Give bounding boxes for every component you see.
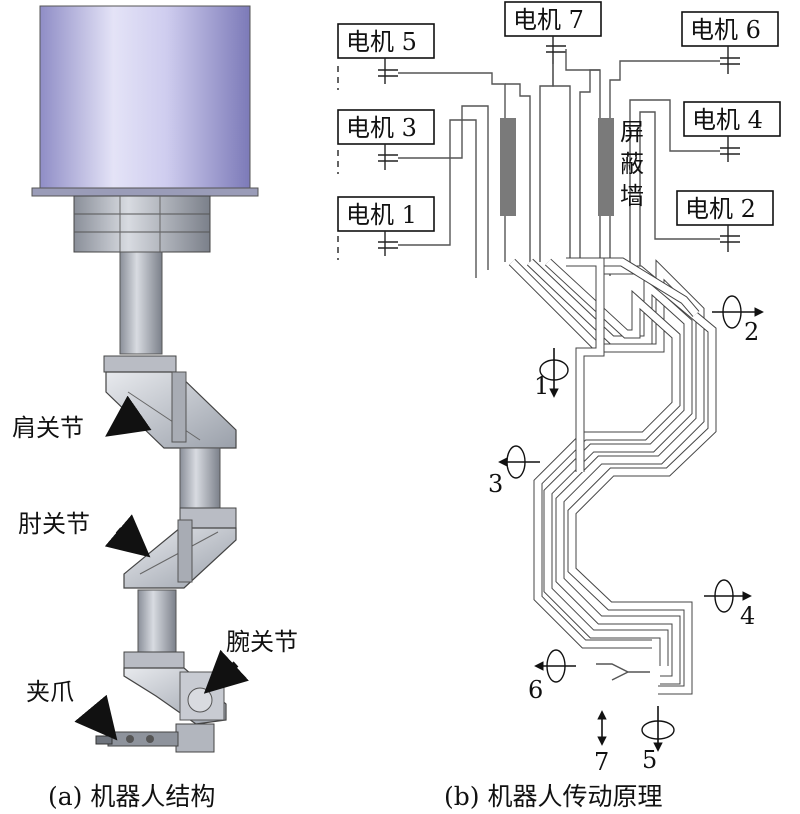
motor-shafts: [337, 36, 740, 260]
svg-text:电机 3: 电机 3: [346, 114, 417, 142]
lower-tube: [137, 589, 177, 653]
shield-wall-right: [598, 118, 614, 216]
axis-7-indicator: 7: [594, 710, 609, 776]
motor-6: 电机 6: [681, 11, 779, 47]
svg-text:电机 6: 电机 6: [690, 16, 761, 44]
label-shoulder: 肩关节: [12, 414, 84, 442]
svg-text:2: 2: [744, 318, 759, 346]
motor-3: 电机 3: [337, 109, 435, 145]
label-wrist: 腕关节: [226, 628, 298, 656]
svg-text:电机 4: 电机 4: [692, 106, 763, 134]
shield-label-1: 屏: [620, 118, 644, 146]
shoulder-joint: [103, 355, 237, 449]
arm-belt-path: [508, 257, 717, 695]
transmission-diagram: 电机 1 电机 2 电机 3 电机 4 电机 5 电机 6 电机 7: [337, 1, 781, 776]
robot-structure: 肩关节 肘关节 腕关节 夹爪: [12, 5, 298, 753]
axis-2-indicator: 2: [712, 295, 764, 346]
gripper-arrow: [74, 694, 118, 741]
middle-tube: [179, 447, 221, 511]
elbow-arrow: [104, 514, 151, 558]
drive-housing: [73, 195, 211, 253]
svg-text:电机 5: 电机 5: [346, 28, 417, 56]
axis-4-indicator: 4: [704, 579, 755, 630]
elbow-joint: [123, 507, 237, 589]
axis-3-indicator: 3: [488, 445, 540, 498]
shield-wall-left: [500, 118, 516, 216]
base-flange: [31, 187, 259, 197]
svg-text:电机 1: 电机 1: [346, 201, 417, 229]
axis-1-indicator: 1: [534, 348, 569, 400]
svg-text:电机 7: 电机 7: [513, 6, 584, 34]
axis-6-indicator: 6: [528, 649, 576, 704]
upper-tube: [119, 251, 163, 355]
shield-label-2: 蔽: [620, 150, 644, 178]
svg-text:7: 7: [594, 748, 609, 776]
svg-text:4: 4: [740, 602, 755, 630]
svg-text:电机 2: 电机 2: [685, 195, 756, 223]
motor-2: 电机 2: [676, 190, 774, 226]
svg-text:5: 5: [642, 746, 657, 774]
motor-7: 电机 7: [504, 1, 602, 37]
gripper: [95, 723, 215, 753]
caption-a: (a) 机器人结构: [48, 782, 215, 811]
shield-label-3: 墙: [620, 182, 644, 210]
base-cylinder: [39, 5, 251, 195]
svg-text:6: 6: [528, 676, 543, 704]
svg-text:3: 3: [488, 470, 503, 498]
axis-5-indicator: 5: [641, 706, 675, 774]
svg-text:1: 1: [534, 372, 549, 400]
wrist-arrow: [203, 649, 249, 694]
label-elbow: 肘关节: [18, 510, 90, 538]
motor-1: 电机 1: [337, 196, 435, 232]
caption-b: (b) 机器人传动原理: [444, 782, 662, 811]
shoulder-arrow: [105, 395, 152, 437]
label-gripper: 夹爪: [26, 678, 74, 706]
cable-runs: [398, 49, 720, 278]
motor-5: 电机 5: [337, 23, 435, 59]
motor-4: 电机 4: [683, 101, 781, 137]
